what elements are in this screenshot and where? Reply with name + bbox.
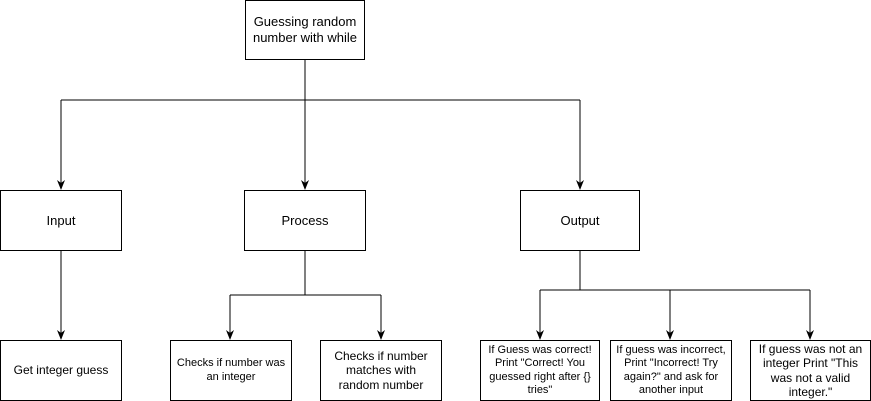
- node-output-correct-label: If Guess was correct! Print "Correct! Yo…: [488, 344, 592, 396]
- node-input-label: Input: [46, 212, 76, 228]
- node-get-integer-guess-label: Get integer guess: [13, 363, 109, 378]
- node-checks-integer-label: Checks if number was an integer: [176, 357, 286, 383]
- node-output-invalid-label: If guess was not an integer Print "This …: [758, 341, 863, 399]
- node-output: Output: [520, 190, 640, 251]
- node-process-label: Process: [281, 212, 329, 228]
- node-checks-match-label: Checks if number matches with random num…: [334, 348, 428, 392]
- node-root-label: Guessing random number with while: [252, 14, 358, 45]
- node-output-label: Output: [560, 212, 600, 228]
- node-checks-integer: Checks if number was an integer: [170, 340, 292, 401]
- node-output-incorrect: If guess was incorrect, Print "Incorrect…: [610, 340, 732, 401]
- node-input: Input: [0, 190, 122, 251]
- node-output-invalid: If guess was not an integer Print "This …: [750, 340, 871, 401]
- node-process: Process: [244, 190, 366, 251]
- node-root: Guessing random number with while: [245, 0, 365, 60]
- node-checks-match: Checks if number matches with random num…: [320, 340, 442, 401]
- node-get-integer-guess: Get integer guess: [0, 340, 122, 401]
- node-output-correct: If Guess was correct! Print "Correct! Yo…: [480, 340, 600, 401]
- node-output-incorrect-label: If guess was incorrect, Print "Incorrect…: [616, 344, 726, 396]
